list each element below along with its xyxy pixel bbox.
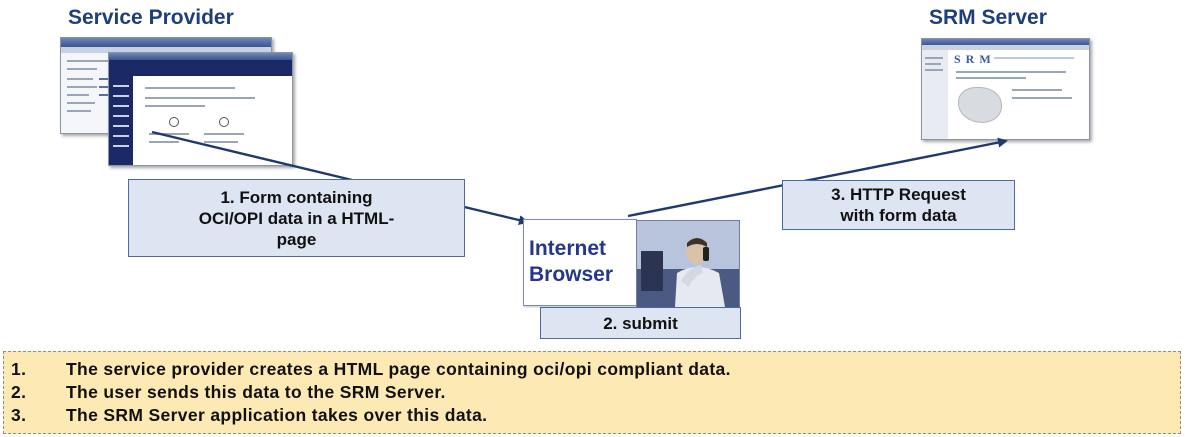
service-provider-title: Service Provider (68, 6, 234, 29)
srm-server-screenshot: S R M (921, 38, 1090, 140)
step-1-box: 1. Form containing OCI/OPI data in a HTM… (128, 179, 465, 257)
legend-text: The SRM Server application takes over th… (66, 405, 488, 425)
step-2-box: 2. submit (540, 307, 741, 339)
browser-label-line2: Browser (529, 263, 614, 286)
srm-server-title: SRM Server (929, 6, 1047, 29)
step-3-box: 3. HTTP Request with form data (782, 180, 1015, 230)
service-provider-screenshot-front (108, 52, 293, 166)
arrow-browser-to-srm (627, 137, 1008, 218)
legend-text: The user sends this data to the SRM Serv… (66, 382, 446, 402)
srm-logo-text: S R M (954, 52, 992, 66)
person-on-phone-icon (637, 221, 739, 307)
internet-browser-box: Internet Browser (523, 219, 637, 306)
browser-label-line1: Internet (529, 237, 607, 260)
legend-number: 1. (11, 359, 27, 379)
legend-number: 3. (11, 405, 27, 425)
legend-number: 2. (11, 382, 27, 402)
user-photo (636, 220, 740, 308)
legend-box: 1. The service provider creates a HTML p… (3, 351, 1181, 434)
legend-text: The service provider creates a HTML page… (66, 359, 731, 379)
